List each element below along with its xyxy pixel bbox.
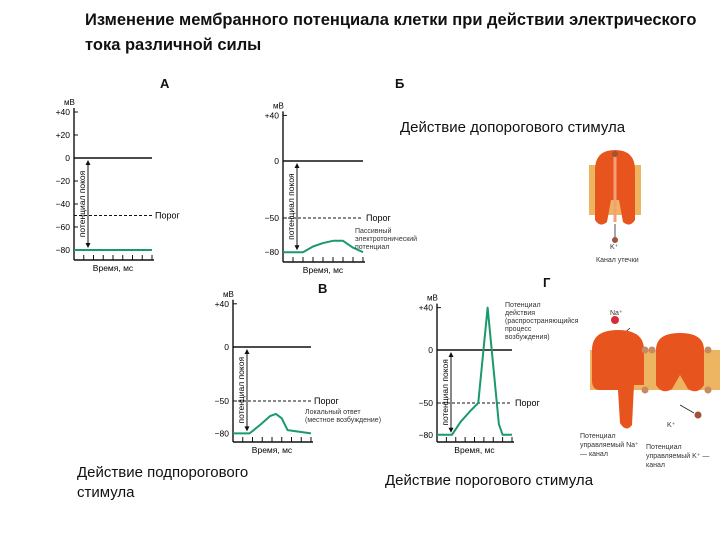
- y-axis-unit: мВ: [64, 98, 75, 107]
- y-tick-label: 0: [65, 153, 70, 163]
- panel-letter-b: Б: [395, 76, 405, 91]
- x-axis-label: Время, мс: [303, 265, 344, 275]
- threshold-label: Порог: [366, 213, 391, 223]
- y-tick-label: −60: [56, 222, 71, 232]
- panel-letter-g: Г: [543, 275, 551, 290]
- caption-subthreshold-bottom: Действие подпорогового стимула: [77, 464, 249, 501]
- slide-title: Изменение мембранного потенциала клетки …: [85, 11, 697, 54]
- y-tick-label: −50: [215, 396, 230, 406]
- x-axis-label: Время, мс: [454, 445, 495, 455]
- rest-potential-label: потенциал покоя: [77, 170, 87, 237]
- leak-channel-illustration: [589, 150, 641, 243]
- curve-annotation: Пассивный: [355, 227, 391, 235]
- y-tick-label: 0: [224, 342, 229, 352]
- rest-potential-label: потенциал покоя: [236, 357, 246, 424]
- k-ion-label: K⁺: [610, 244, 619, 251]
- potential-curve: [233, 412, 312, 435]
- y-tick-label: −80: [419, 430, 434, 440]
- curve-annotation: возбуждения): [505, 333, 550, 341]
- threshold-label: Порог: [515, 398, 540, 408]
- threshold-label: Порог: [155, 211, 180, 221]
- y-axis-unit: мВ: [273, 101, 284, 110]
- rest-potential-label: потенциал покоя: [286, 173, 296, 240]
- panel-letter-v: В: [318, 281, 328, 296]
- k-channel-label: Потенциал управляемый K⁺ — канал: [646, 444, 710, 469]
- y-tick-label: +40: [215, 299, 230, 309]
- y-tick-label: −80: [56, 245, 71, 255]
- y-tick-label: −20: [56, 176, 71, 186]
- curve-annotation: Локальный ответ: [305, 408, 361, 416]
- y-tick-label: +40: [265, 110, 280, 120]
- x-axis-label: Время, мс: [93, 263, 134, 273]
- curve-annotation: процесс: [505, 326, 532, 333]
- y-tick-label: −40: [56, 199, 71, 209]
- panel-letter-a: А: [160, 76, 170, 91]
- na-ion-label: Na⁺: [610, 310, 623, 317]
- na-channel-label: Потенциал управляемый Na⁺ — канал: [580, 433, 639, 458]
- x-axis-label: Время, мс: [252, 445, 293, 455]
- curve-annotation: (местное возбуждение): [305, 416, 381, 424]
- k-ion-label-2: K⁺: [667, 422, 676, 429]
- curve-annotation: Потенциал: [505, 302, 541, 309]
- y-tick-label: −50: [419, 398, 434, 408]
- curve-annotation: потенциал: [355, 244, 389, 251]
- y-axis-unit: мВ: [427, 294, 438, 303]
- y-tick-label: +40: [419, 303, 434, 313]
- caption-threshold: Действие порогового стимула: [385, 472, 594, 489]
- potential-curve: [283, 239, 364, 254]
- y-tick-label: −50: [265, 213, 280, 223]
- y-tick-label: +20: [56, 130, 71, 140]
- y-tick-label: −80: [215, 428, 230, 438]
- y-axis-unit: мВ: [223, 290, 234, 299]
- y-tick-label: +40: [56, 107, 71, 117]
- curve-annotation: электротонический: [355, 235, 417, 243]
- leak-channel-label: Канал утечки: [596, 257, 639, 264]
- curve-annotation: (распространяющийся: [505, 317, 579, 325]
- y-tick-label: 0: [274, 156, 279, 166]
- curve-annotation: действия: [505, 309, 535, 317]
- voltage-gated-channels-illustration: [590, 316, 720, 429]
- rest-potential-label: потенциал покоя: [440, 359, 450, 426]
- y-tick-label: 0: [428, 345, 433, 355]
- threshold-label: Порог: [314, 396, 339, 406]
- y-tick-label: −80: [265, 247, 280, 257]
- caption-subthreshold-top: Действие допорогового стимула: [400, 119, 626, 136]
